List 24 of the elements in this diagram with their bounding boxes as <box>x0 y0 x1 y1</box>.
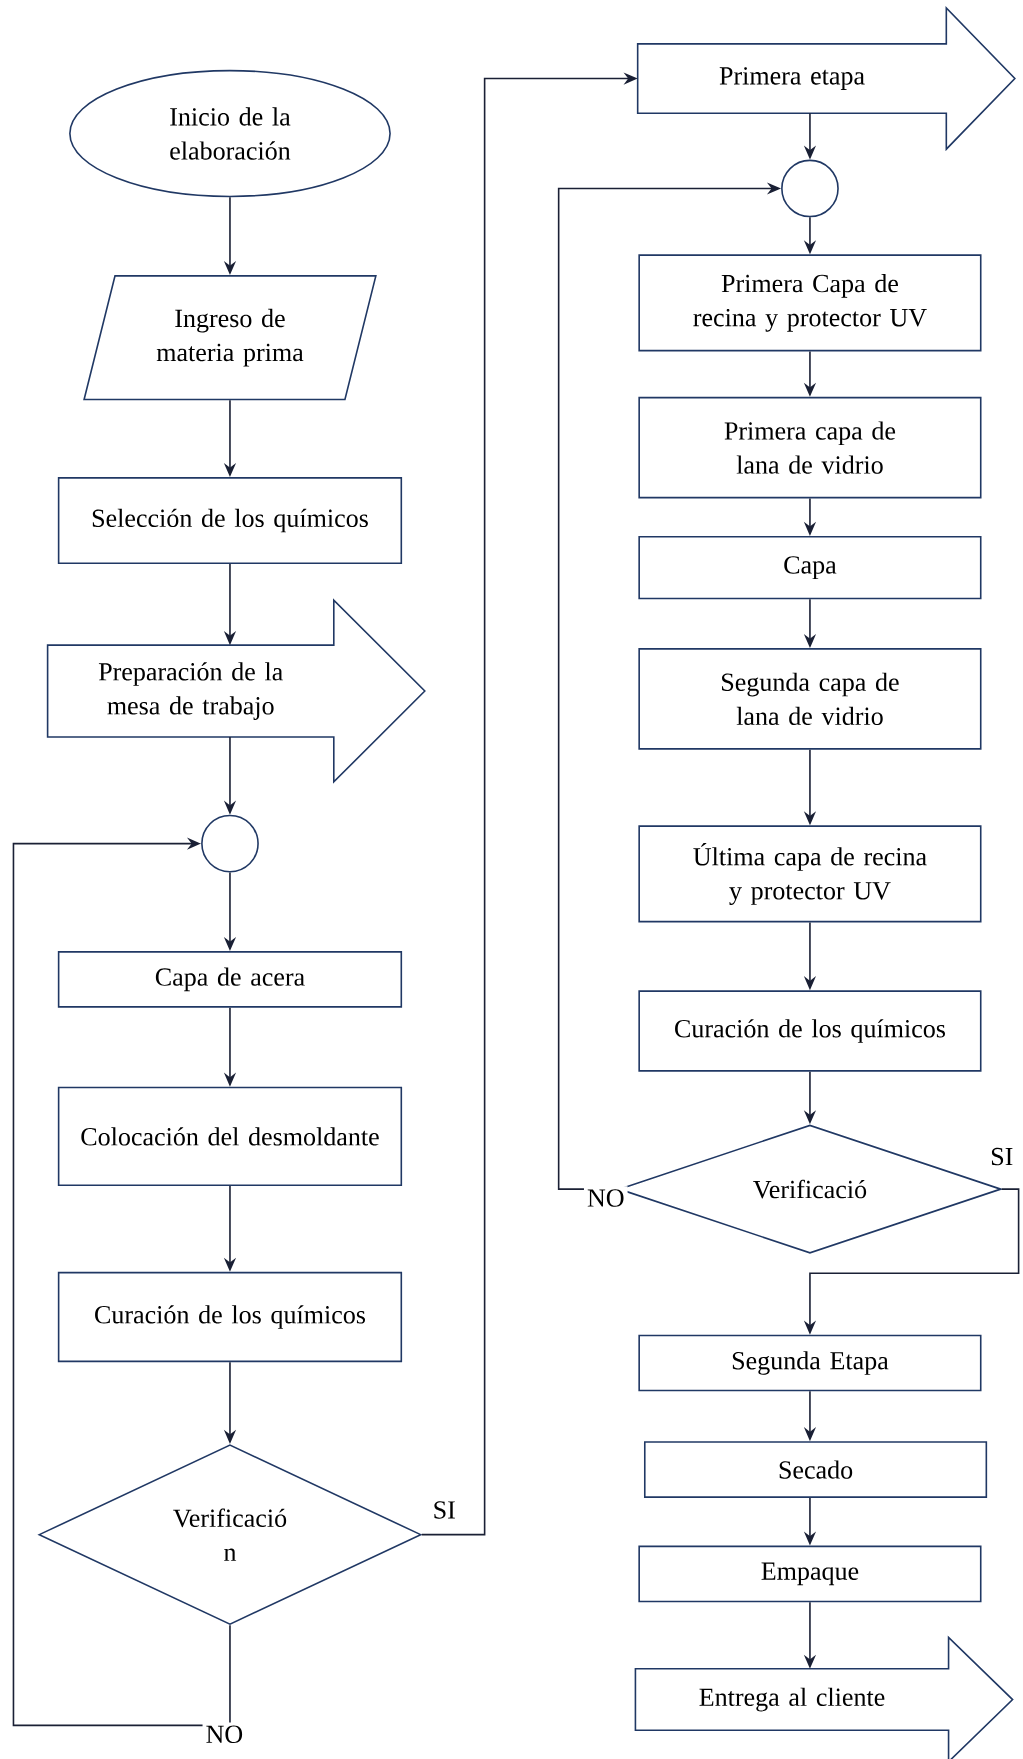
edge-label: SI <box>429 1498 459 1522</box>
process-box: Selección de los químicos <box>57 477 403 564</box>
process-box: Última capa de recina y protector UV <box>638 825 982 923</box>
process-box: Curación de los químicos <box>638 990 982 1072</box>
stage-arrow-box: Preparación de la mesa de trabajo <box>46 598 426 784</box>
arrow <box>12 837 231 1727</box>
process-box: Secado <box>643 1441 988 1498</box>
connector-circle <box>201 814 259 873</box>
process-box: Curación de los químicos <box>57 1271 403 1363</box>
edge-label: NO <box>202 1722 247 1747</box>
edge-label: SI <box>987 1144 1017 1169</box>
process-box: Empaque <box>638 1545 982 1603</box>
stage-arrow-box: Primera etapa <box>636 5 1016 152</box>
edge-label: NO <box>583 1186 628 1210</box>
process-box: Capa de acera <box>57 951 403 1008</box>
input-parallelogram: Ingreso de materia prima <box>83 275 377 401</box>
process-box: Segunda capa de lana de vidrio <box>638 648 982 750</box>
process-box: Capa <box>638 535 982 600</box>
process-box: Colocación del desmoldante <box>57 1086 403 1187</box>
process-box: Primera capa de lana de vidrio <box>638 396 982 499</box>
process-box: Primera Capa de recina y protector UV <box>638 254 982 352</box>
connector-circle <box>781 159 839 218</box>
process-box: Segunda Etapa <box>638 1334 982 1392</box>
stage-arrow-box: Entrega al cliente <box>634 1635 1014 1759</box>
